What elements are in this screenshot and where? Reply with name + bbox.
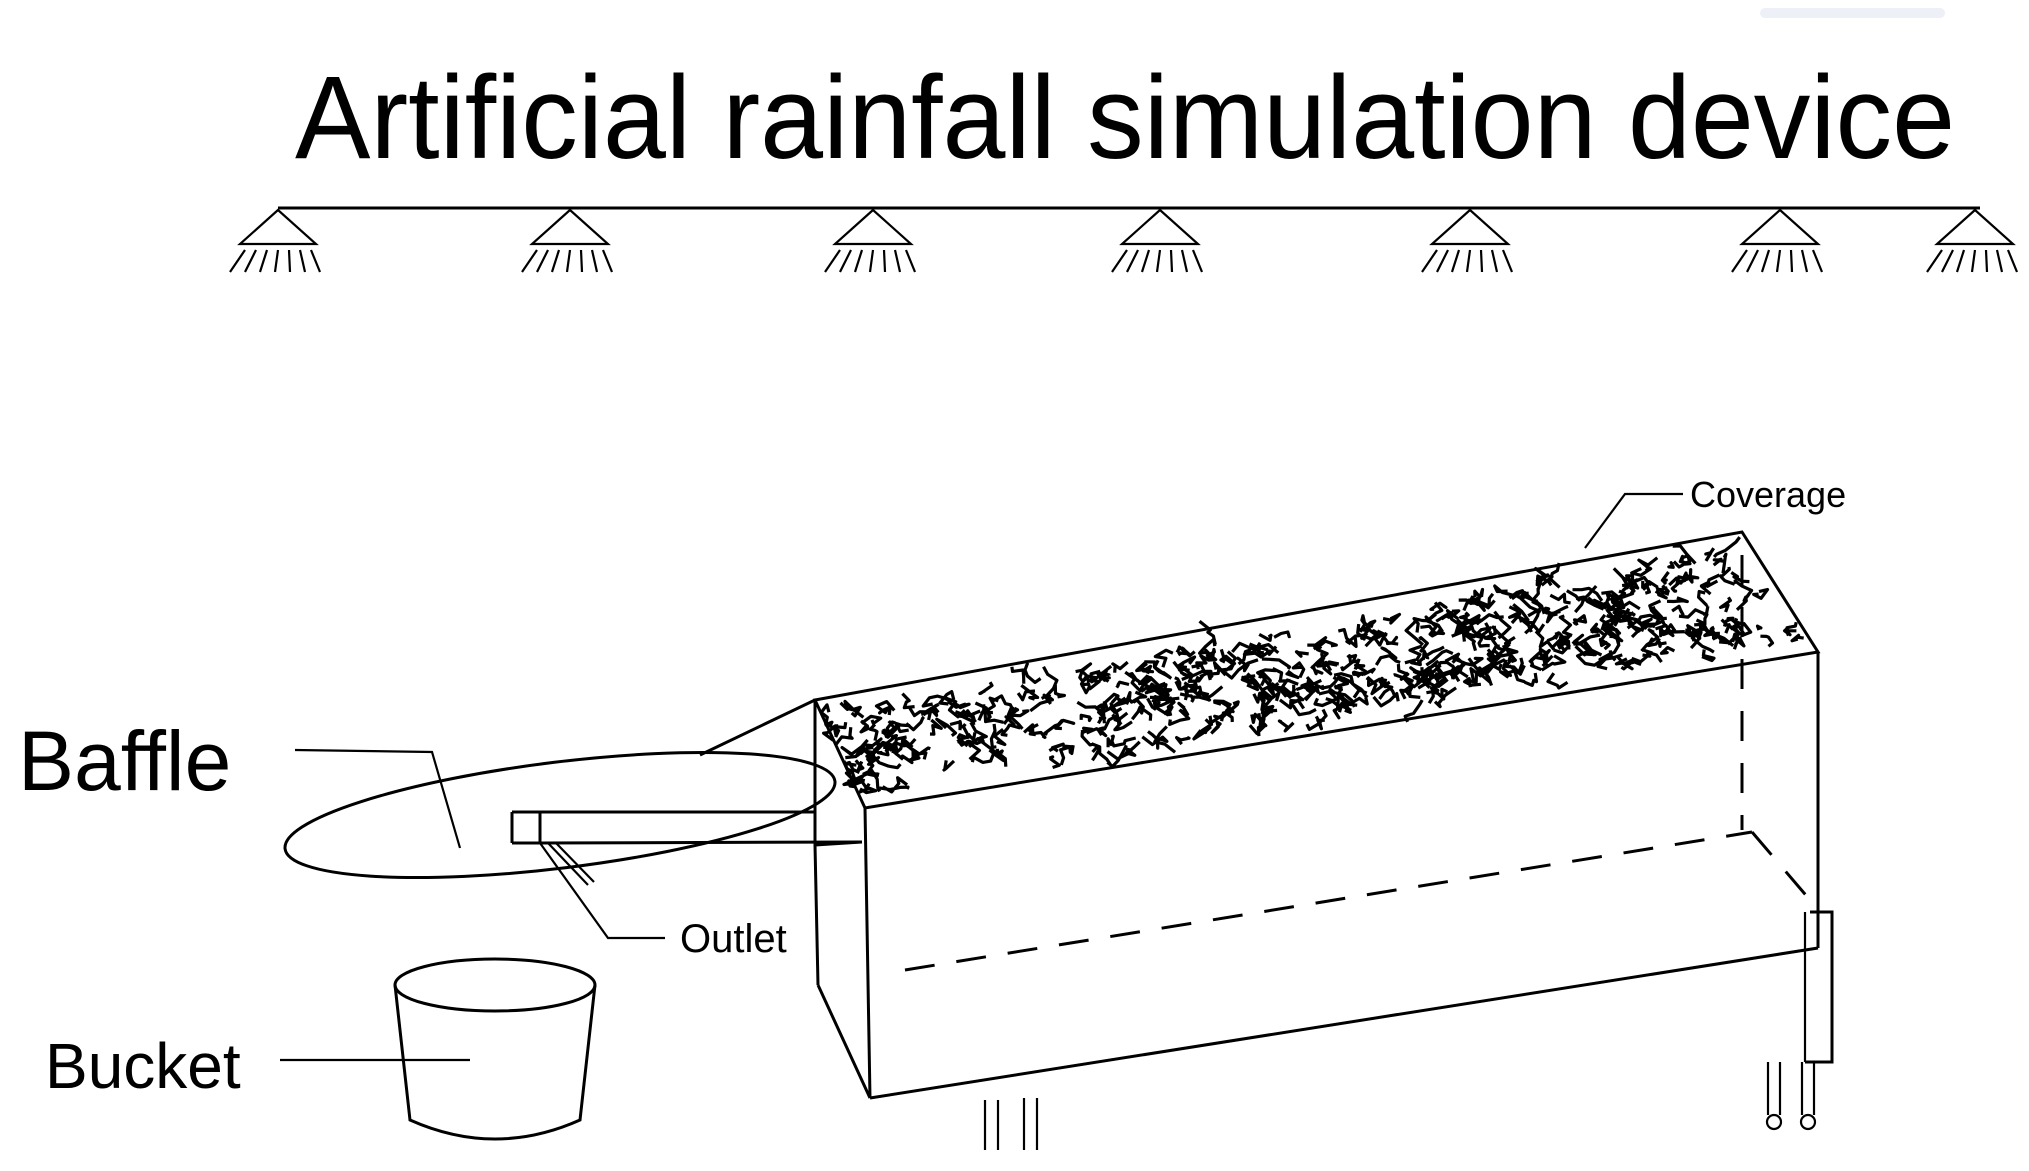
sprinkler-2 (521, 208, 614, 273)
sprinkler-4 (1111, 208, 1204, 273)
baffle-ellipse (283, 750, 837, 880)
flume-legs (983, 1062, 1817, 1150)
outlet-label: Outlet (680, 917, 787, 961)
outlet-chute (510, 698, 863, 845)
diagram-title: Artificial rainfall simulation device (295, 52, 1955, 184)
vegetation-coverage (819, 536, 1804, 795)
vegetation-scribble (819, 536, 1804, 795)
baffle-label: Baffle (18, 714, 231, 808)
sprinkler-3 (824, 208, 917, 273)
baffle-leader-line (294, 748, 462, 849)
sprinkler-row (229, 208, 2019, 273)
sprinkler-7 (1926, 208, 2019, 273)
coverage-label: Coverage (1690, 474, 1846, 515)
bucket-label: Bucket (45, 1030, 241, 1102)
coverage-leader-line (1584, 492, 1683, 549)
sprinkler-6 (1731, 208, 1824, 273)
sprinkler-5 (1421, 208, 1514, 273)
faint-mark (1760, 8, 1945, 18)
sprinkler-1 (229, 208, 322, 273)
flume (812, 530, 1834, 1150)
bucket-shape (393, 957, 597, 1141)
outlet-leader-line (539, 842, 665, 940)
